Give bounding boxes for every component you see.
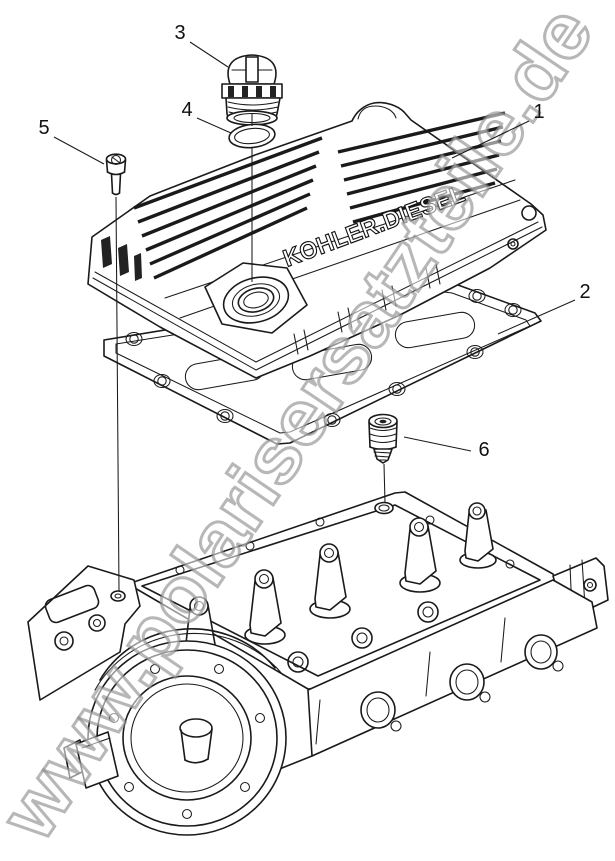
callout-6: 6 bbox=[403, 436, 490, 461]
leader-line-4 bbox=[196, 117, 232, 134]
valve-cover: KOHLER.DIESEL bbox=[87, 101, 547, 379]
skirt-channels bbox=[293, 263, 441, 355]
svg-text:1: 1 bbox=[533, 101, 544, 123]
svg-text:4: 4 bbox=[181, 99, 192, 121]
cylinder-head bbox=[27, 491, 609, 836]
leader-line-1 bbox=[451, 120, 530, 159]
flange-screw bbox=[507, 238, 519, 250]
head-port bbox=[524, 634, 564, 672]
callouts: 1 2 3 4 5 6 bbox=[38, 22, 590, 461]
head-left-housing bbox=[27, 565, 287, 836]
svg-text:3: 3 bbox=[174, 22, 185, 44]
assembly-axes bbox=[115, 113, 386, 592]
callout-3: 3 bbox=[174, 22, 229, 68]
breather-boss bbox=[357, 105, 397, 120]
cap-o-ring bbox=[228, 123, 276, 149]
callout-5: 5 bbox=[38, 117, 105, 165]
cover-bolt bbox=[105, 153, 127, 196]
callout-2: 2 bbox=[497, 281, 591, 335]
callout-4: 4 bbox=[181, 99, 232, 134]
callout-1: 1 bbox=[451, 101, 545, 159]
plug-axis bbox=[383, 463, 386, 504]
cooling-ribs-left bbox=[133, 136, 323, 280]
oil-filler-neck bbox=[204, 262, 308, 334]
head-port bbox=[449, 663, 491, 703]
plug-hole bbox=[374, 501, 394, 515]
head-port bbox=[360, 691, 402, 732]
head-plug bbox=[368, 413, 398, 464]
svg-text:6: 6 bbox=[478, 439, 489, 461]
bolt-axis bbox=[115, 196, 120, 592]
leader-line-5 bbox=[53, 136, 105, 165]
leader-line-3 bbox=[189, 41, 229, 68]
leader-line-2 bbox=[497, 299, 576, 335]
leader-line-6 bbox=[403, 436, 472, 452]
svg-text:5: 5 bbox=[38, 117, 49, 139]
cover-knob bbox=[521, 205, 537, 221]
svg-text:2: 2 bbox=[579, 281, 590, 303]
